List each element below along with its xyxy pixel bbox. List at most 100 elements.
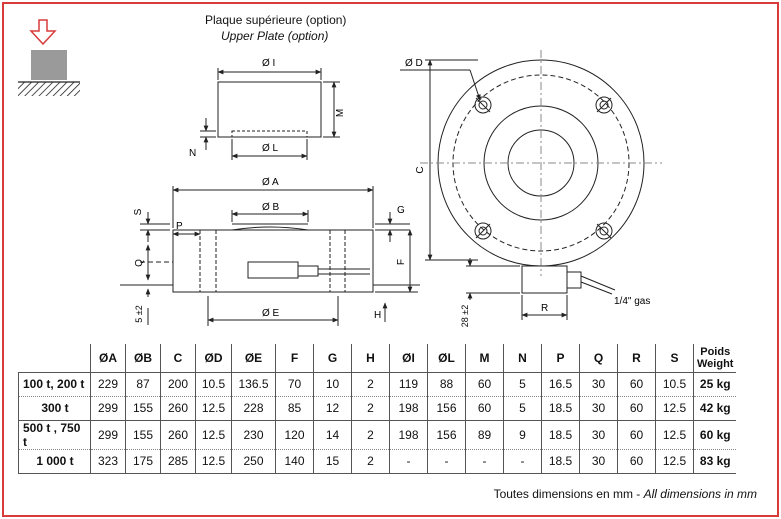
cell: 230	[231, 419, 276, 450]
cell: 323	[90, 448, 126, 474]
cell: 285	[160, 448, 196, 474]
table-row: 300 t 299 155 260 12.5 228 85 12 2 198 1…	[18, 395, 737, 421]
cell: 200	[160, 371, 196, 397]
cell: 60	[617, 395, 656, 421]
cell: 12.5	[655, 419, 694, 450]
label-p: P	[176, 221, 183, 232]
cell: 89	[465, 419, 504, 450]
weight-cell: 25 kg	[693, 371, 737, 397]
cell: 10	[313, 371, 352, 397]
label-dia-a: Ø A	[262, 177, 279, 188]
cell: 155	[125, 419, 161, 450]
header-weight: Poids Weight	[693, 344, 737, 373]
weight-cell: 83 kg	[693, 448, 737, 474]
cell: 299	[90, 419, 126, 450]
bolt-hole-icon	[595, 222, 613, 240]
label-dia-b: Ø B	[262, 202, 280, 213]
cell: 198	[389, 419, 428, 450]
header-cell: P	[541, 344, 580, 373]
cell: 60	[465, 395, 504, 421]
header-cell: ØB	[125, 344, 161, 373]
cell: 10.5	[655, 371, 694, 397]
weight-cell: 42 kg	[693, 395, 737, 421]
label-gas: 1/4" gas	[614, 296, 650, 307]
cell: 88	[427, 371, 466, 397]
label-q: Q	[134, 259, 145, 267]
cell: 2	[351, 371, 390, 397]
footnote: Toutes dimensions en mm - All dimensions…	[494, 487, 757, 501]
cell: 85	[275, 395, 314, 421]
cell: 9	[503, 419, 542, 450]
cell: 60	[617, 371, 656, 397]
cell: -	[427, 448, 466, 474]
cell: 5	[503, 371, 542, 397]
cell: 175	[125, 448, 161, 474]
header-cell: ØI	[389, 344, 428, 373]
header-cell: R	[617, 344, 656, 373]
cell: -	[503, 448, 542, 474]
bolt-hole-icon	[474, 222, 492, 240]
cell: 60	[617, 419, 656, 450]
cell: 260	[160, 395, 196, 421]
cell: 140	[275, 448, 314, 474]
cell: 10.5	[195, 371, 232, 397]
table-header-row: ØA ØB C ØD ØE F G H ØI ØL M N P Q R S Po…	[18, 344, 737, 373]
cell: 12.5	[655, 395, 694, 421]
cell: 12	[313, 395, 352, 421]
table-row: 100 t, 200 t 229 87 200 10.5 136.5 70 10…	[18, 371, 737, 397]
cell: 60	[465, 371, 504, 397]
footnote-fr: Toutes dimensions en mm -	[493, 487, 644, 501]
cell: 156	[427, 395, 466, 421]
cell: 5	[503, 395, 542, 421]
cell: 14	[313, 419, 352, 450]
label-h: H	[374, 310, 381, 321]
cell: 12.5	[195, 395, 232, 421]
label-dia-e: Ø E	[262, 308, 280, 319]
label-dia-d: Ø D	[405, 58, 423, 69]
load-arrow-icon	[29, 19, 57, 46]
bolt-hole-icon	[595, 96, 613, 114]
cell: 260	[160, 419, 196, 450]
label-c: C	[415, 166, 426, 173]
upper-plate-caption-en: Upper Plate (option)	[221, 29, 329, 43]
footnote-en: All dimensions in mm	[643, 487, 757, 501]
cell: 16.5	[541, 371, 580, 397]
label-5: 5 ±2	[134, 305, 144, 322]
cell: 18.5	[541, 419, 580, 450]
label-r: R	[541, 303, 548, 314]
ground-hatch-icon	[18, 82, 80, 96]
row-label: 100 t, 200 t	[18, 371, 91, 397]
cell: 15	[313, 448, 352, 474]
row-label: 1 000 t	[18, 448, 91, 474]
label-dia-l: Ø L	[262, 143, 279, 154]
cell: 12.5	[195, 448, 232, 474]
cell: 155	[125, 395, 161, 421]
label-n: N	[189, 148, 196, 159]
header-cell: Q	[579, 344, 618, 373]
cell: 12.5	[655, 448, 694, 474]
cell: 30	[579, 371, 618, 397]
load-block-icon	[31, 50, 67, 80]
table-row: 1 000 t 323 175 285 12.5 250 140 15 2 - …	[18, 448, 737, 474]
bolt-hole-icon	[474, 96, 492, 114]
cell: 30	[579, 395, 618, 421]
cell: 120	[275, 419, 314, 450]
label-g: G	[397, 205, 405, 216]
cell: 2	[351, 448, 390, 474]
technical-drawing: Ø I M Ø L N	[18, 19, 662, 327]
header-cell: N	[503, 344, 542, 373]
cell: 12.5	[195, 419, 232, 450]
cell: 87	[125, 371, 161, 397]
header-cell: C	[160, 344, 196, 373]
header-cell: ØE	[231, 344, 276, 373]
header-cell: M	[465, 344, 504, 373]
row-label: 500 t , 750 t	[18, 419, 91, 450]
header-cell: S	[655, 344, 694, 373]
weight-header-en: Weight	[697, 357, 734, 370]
cell: 30	[579, 419, 618, 450]
cell: 299	[90, 395, 126, 421]
cell: 18.5	[541, 395, 580, 421]
header-cell: ØD	[195, 344, 232, 373]
cell: 228	[231, 395, 276, 421]
